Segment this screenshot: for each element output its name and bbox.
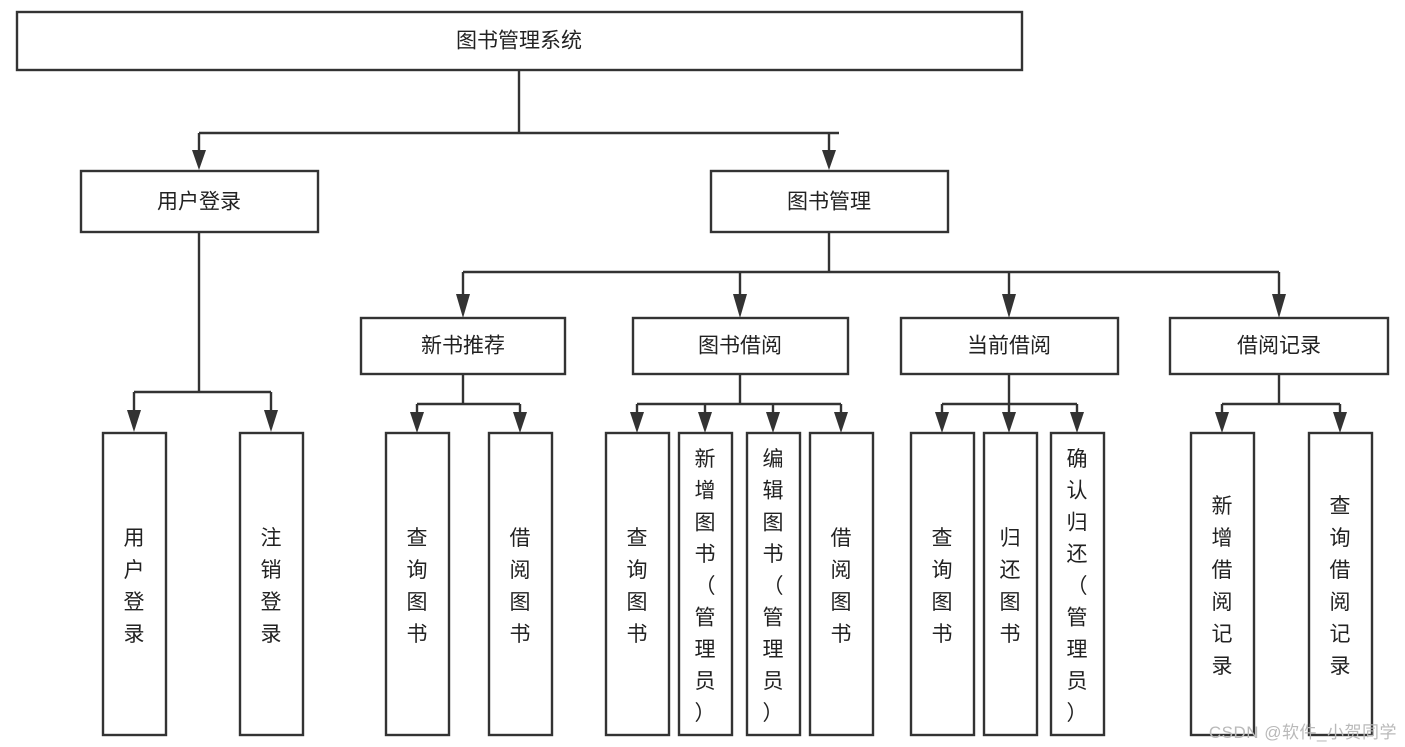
node-new-book-recommend[interactable]: 新书推荐 — [359, 316, 567, 376]
node-new-book-recommend-label: 新书推荐 — [421, 335, 505, 358]
node-book-borrow[interactable]: 图书借阅 — [631, 316, 850, 376]
leaf-node[interactable]: 借阅图书 — [487, 431, 554, 737]
leaf-nb-borrow-book-box[interactable] — [487, 431, 554, 737]
node-book-borrow-box[interactable] — [631, 316, 850, 376]
leaf-nb-query-book-box[interactable] — [384, 431, 451, 737]
node-current-borrow-box[interactable] — [899, 316, 1120, 376]
node-book-management-box[interactable] — [709, 169, 950, 234]
node-book-borrow-label: 图书借阅 — [698, 335, 782, 358]
leaf-cb-confirm-return-box[interactable] — [1049, 431, 1106, 737]
arrow-head-user-login — [192, 150, 206, 170]
node-current-borrow-label: 当前借阅 — [967, 335, 1051, 358]
arrow-head-br-c2 — [1333, 412, 1347, 433]
leaf-bb-borrow-book-label: 借阅图书 — [831, 527, 852, 646]
arrow-head-borrow-record — [1272, 294, 1286, 318]
leaf-bb-add-book-label: 新增图书（管理员） — [695, 448, 716, 725]
leaf-node[interactable]: 借阅图书 — [808, 431, 875, 737]
leaf-cb-return-book-box[interactable] — [982, 431, 1039, 737]
leaf-node[interactable]: 归还图书 — [982, 431, 1039, 737]
arrow-head-cb-c1 — [935, 412, 949, 433]
leaf-user-login-label: 用户登录 — [124, 527, 145, 646]
leaf-node[interactable]: 新增借阅记录 — [1189, 431, 1256, 737]
node-root[interactable]: 图书管理系统 — [15, 10, 1024, 72]
leaf-node[interactable]: 新增图书（管理员） — [677, 431, 734, 737]
leaf-br-query-record-box[interactable] — [1307, 431, 1374, 737]
leaf-node[interactable]: 查询借阅记录 — [1307, 431, 1374, 737]
leaf-node[interactable]: 注销登录 — [238, 431, 305, 737]
arrow-head-current-borrow — [1002, 294, 1016, 318]
leaf-br-add-record-label: 新增借阅记录 — [1212, 495, 1233, 678]
leaf-node[interactable]: 查询图书 — [909, 431, 976, 737]
node-book-management[interactable]: 图书管理 — [709, 169, 950, 234]
leaf-cb-query-book-label: 查询图书 — [932, 527, 953, 646]
leaf-logout-label: 注销登录 — [261, 527, 282, 646]
leaf-bb-query-book-box[interactable] — [604, 431, 671, 737]
node-user-login[interactable]: 用户登录 — [79, 169, 320, 234]
leaf-node[interactable]: 查询图书 — [384, 431, 451, 737]
node-new-book-recommend-box[interactable] — [359, 316, 567, 376]
leaf-br-query-record-label: 查询借阅记录 — [1330, 495, 1351, 678]
node-root-label: 图书管理系统 — [456, 30, 582, 53]
leaf-cb-confirm-return-label: 确认归还（管理员） — [1067, 448, 1088, 725]
leaf-node[interactable]: 编辑图书（管理员） — [745, 431, 802, 737]
node-book-management-label: 图书管理 — [787, 191, 871, 214]
node-borrow-record-box[interactable] — [1168, 316, 1390, 376]
leaf-bb-edit-book-label: 编辑图书（管理员） — [763, 448, 784, 725]
leaf-node[interactable]: 用户登录 — [101, 431, 168, 737]
arrow-head-bb-c2 — [698, 412, 712, 433]
arrow-head-bb-c3 — [766, 412, 780, 433]
node-user-login-label: 用户登录 — [157, 191, 241, 214]
leaf-cb-return-book-label: 归还图书 — [1000, 527, 1021, 646]
arrow-head-book-borrow — [733, 294, 747, 318]
node-borrow-record[interactable]: 借阅记录 — [1168, 316, 1390, 376]
node-borrow-record-label: 借阅记录 — [1237, 335, 1321, 358]
arrow-head-leaf-logout — [264, 410, 278, 432]
arrow-head-nb-c1 — [410, 412, 424, 433]
arrow-head-new-book — [456, 294, 470, 318]
arrow-head-br-c1 — [1215, 412, 1229, 433]
arrow-head-leaf-user-login — [127, 410, 141, 432]
leaf-node[interactable]: 查询图书 — [604, 431, 671, 737]
leaf-cb-query-book-box[interactable] — [909, 431, 976, 737]
leaf-node[interactable]: 确认归还（管理员） — [1049, 431, 1106, 737]
arrow-head-cb-c2 — [1002, 412, 1016, 433]
leaf-br-add-record-box[interactable] — [1189, 431, 1256, 737]
leaf-bb-borrow-book-box[interactable] — [808, 431, 875, 737]
leaf-bb-edit-book-box[interactable] — [745, 431, 802, 737]
arrow-head-cb-c3 — [1070, 412, 1084, 433]
arrow-head-book-mgmt — [822, 150, 836, 170]
leaf-user-login-box[interactable] — [101, 431, 168, 737]
leaf-nb-borrow-book-label: 借阅图书 — [510, 527, 531, 646]
connector-group — [127, 71, 1347, 433]
arrow-head-bb-c4 — [834, 412, 848, 433]
leaf-bb-query-book-label: 查询图书 — [627, 527, 648, 646]
node-root-box[interactable] — [15, 10, 1024, 72]
arrow-head-nb-c2 — [513, 412, 527, 433]
leaf-nb-query-book-label: 查询图书 — [407, 527, 428, 646]
node-current-borrow[interactable]: 当前借阅 — [899, 316, 1120, 376]
leaf-bb-add-book-box[interactable] — [677, 431, 734, 737]
node-user-login-box[interactable] — [79, 169, 320, 234]
arrow-head-bb-c1 — [630, 412, 644, 433]
leaf-logout-box[interactable] — [238, 431, 305, 737]
